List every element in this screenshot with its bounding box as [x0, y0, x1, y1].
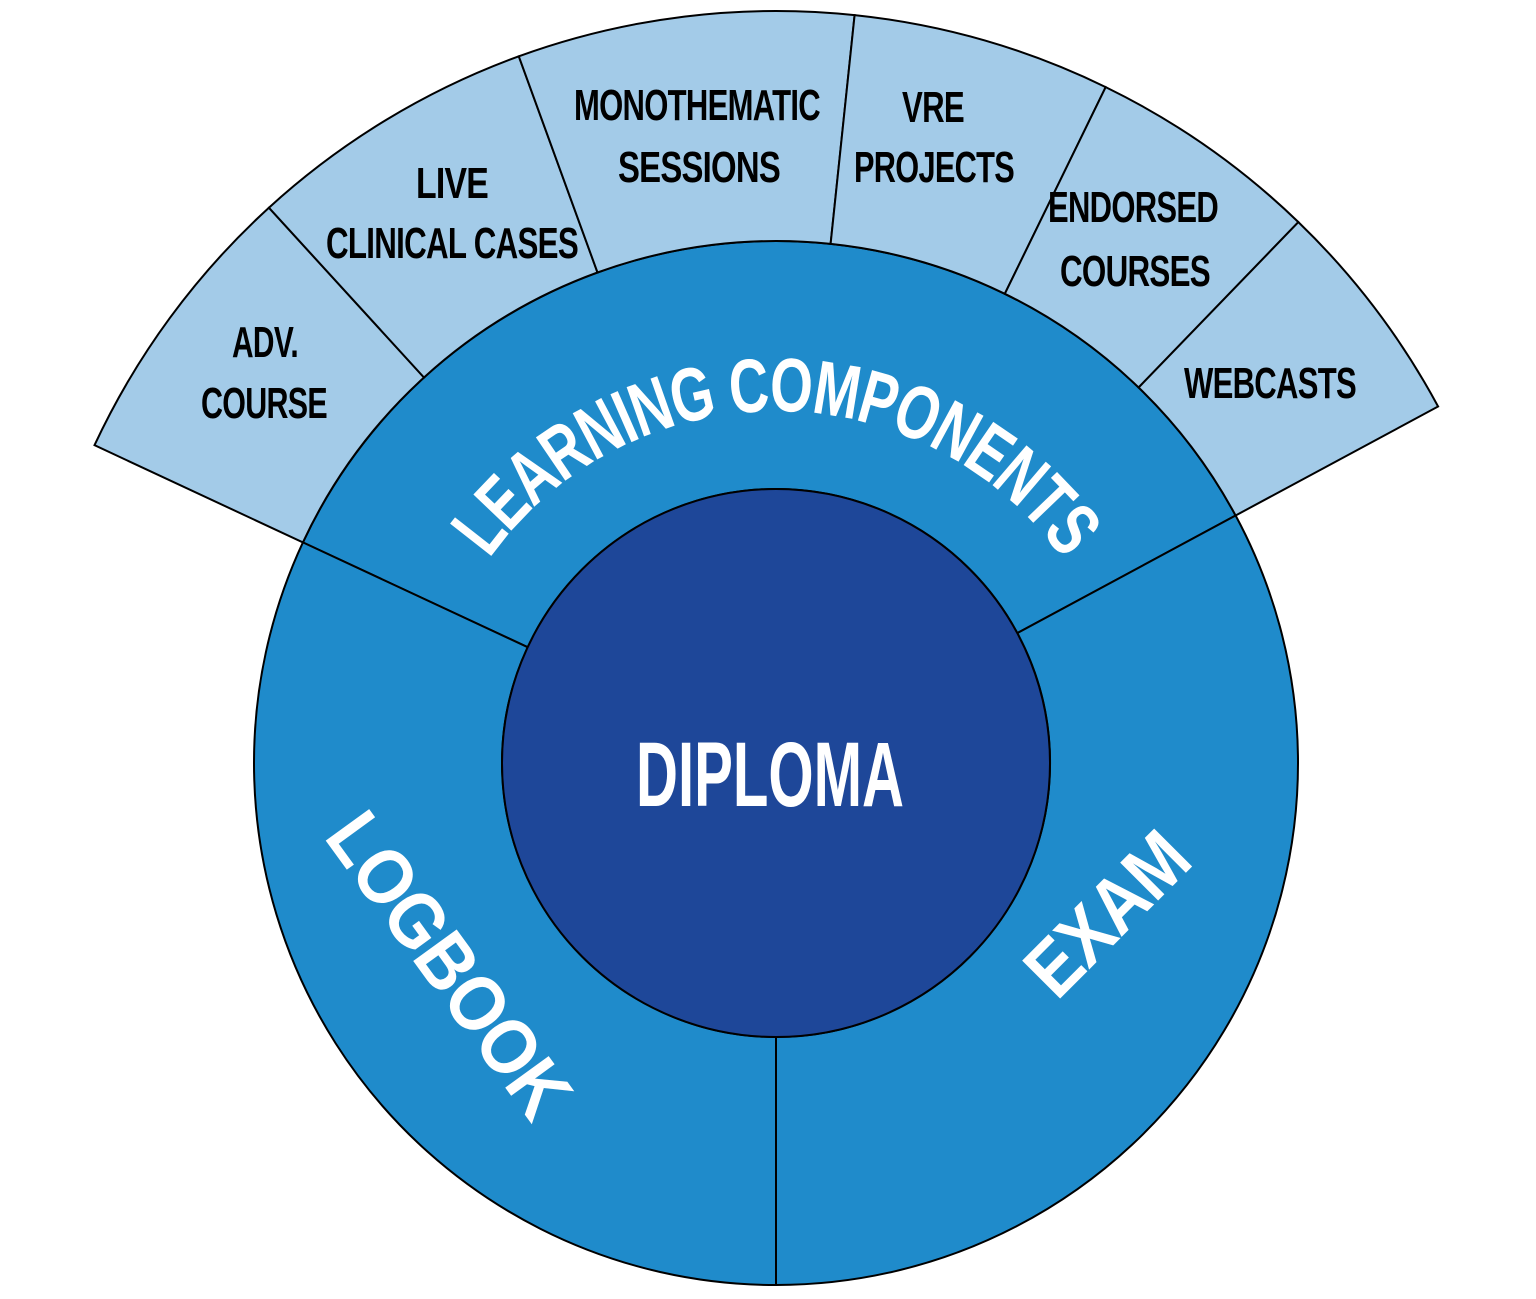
outer-ring	[93, 10, 1440, 544]
live-clinical-cases-label-line1: LIVE	[416, 159, 488, 208]
center-circle-diploma	[501, 488, 1051, 1038]
endorsed-courses-label-line1: ENDORSED	[1048, 183, 1218, 232]
vre-projects-label-line2: PROJECTS	[854, 143, 1014, 192]
monothematic-sessions-label-line1: MONOTHEMATIC	[574, 81, 820, 130]
live-clinical-cases-label-line2: CLINICAL CASES	[326, 219, 578, 268]
endorsed-courses-label-line2: COURSES	[1060, 247, 1210, 296]
wedge-webcasts	[1137, 220, 1440, 517]
diploma-label: DIPLOMA	[636, 724, 904, 826]
vre-projects-label-line1: VRE	[902, 83, 964, 132]
middle-ring	[253, 240, 1299, 1287]
adv-course-label-line2: COURSE	[201, 379, 327, 428]
monothematic-sessions-label-line2: SESSIONS	[618, 143, 780, 192]
webcasts-label: WEBCASTS	[1184, 359, 1356, 408]
adv-course-label-line1: ADV.	[232, 318, 298, 367]
outer-ring-labels: ADV. COURSE LIVE CLINICAL CASES MONOTHEM…	[201, 81, 1357, 428]
